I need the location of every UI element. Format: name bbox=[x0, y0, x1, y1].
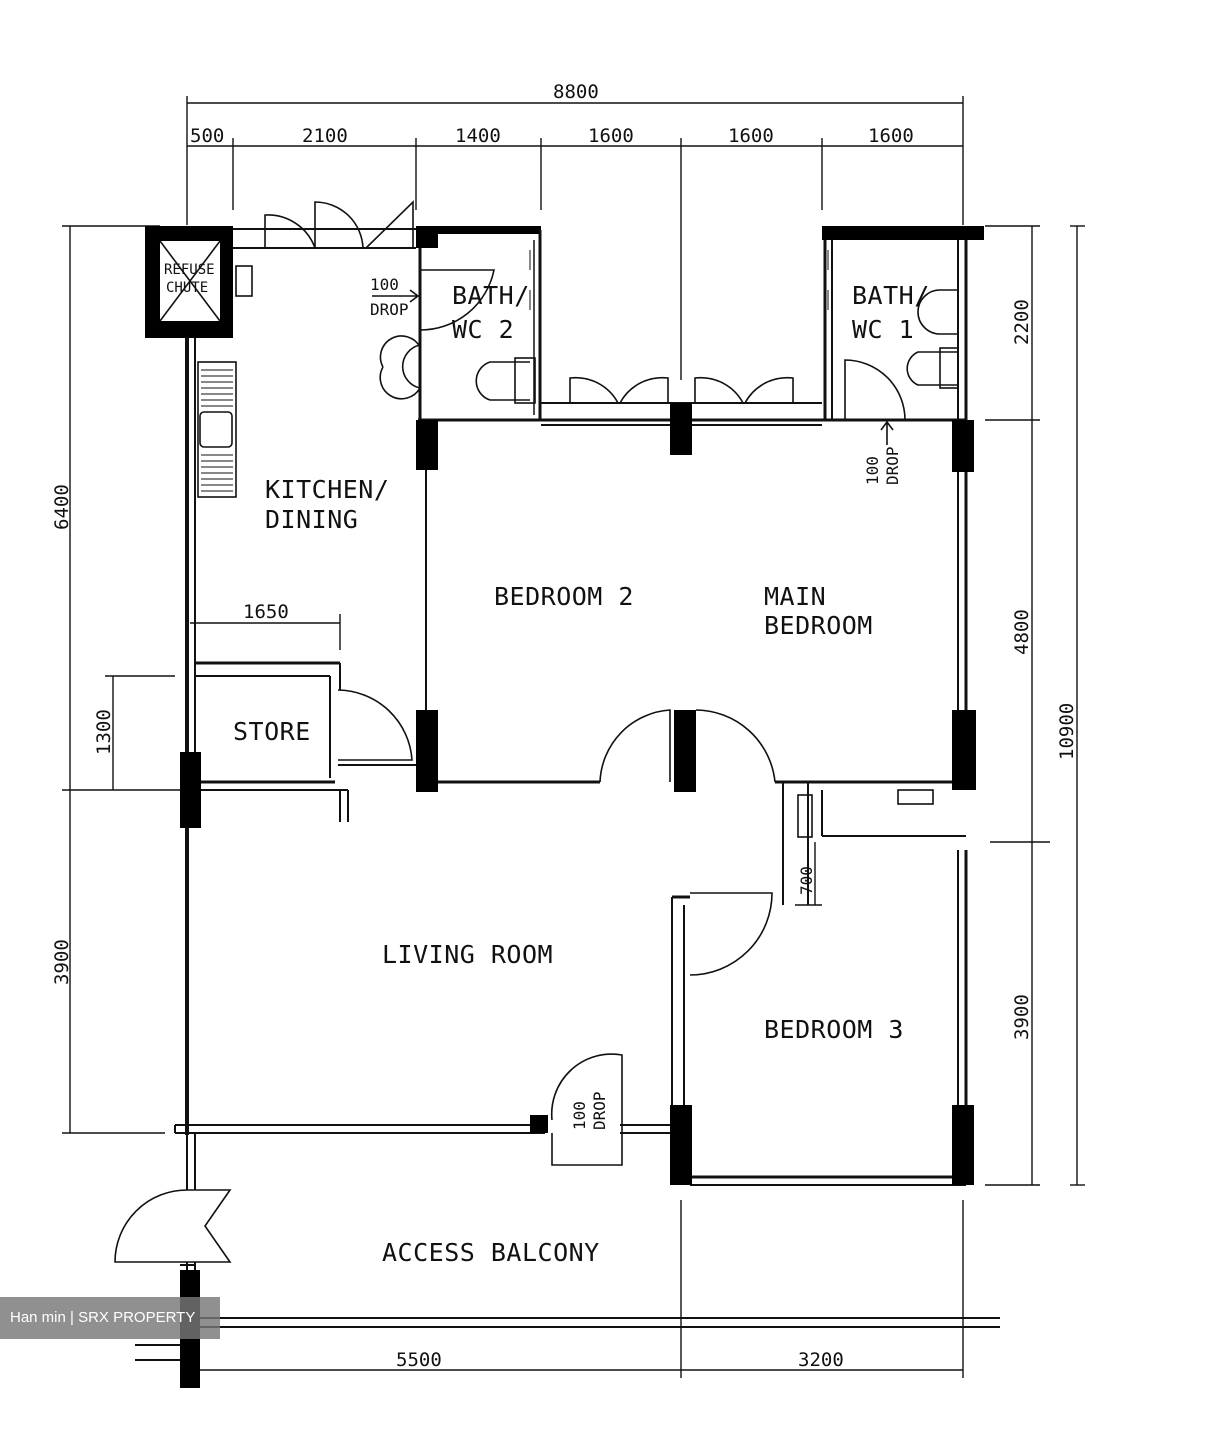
kitchen-label-1: KITCHEN/ bbox=[265, 475, 389, 504]
dim-top-seg-5: 1600 bbox=[728, 125, 774, 147]
kitchen-drop-value: 100 bbox=[370, 275, 399, 294]
kitchen-drop-label: DROP bbox=[370, 300, 409, 319]
dim-wardrobe: 700 bbox=[797, 866, 816, 895]
dim-top-seg-1: 500 bbox=[190, 125, 224, 147]
main-bedroom-label-1: MAIN bbox=[764, 582, 826, 611]
dimension-lines bbox=[62, 96, 1085, 1378]
wc1-drop-value: 100 bbox=[863, 456, 882, 485]
drop-labels: 100 DROP 100 DROP 100 DROP bbox=[370, 275, 902, 1130]
fixtures bbox=[197, 250, 959, 838]
access-balcony-label: ACCESS BALCONY bbox=[382, 1238, 600, 1267]
walls bbox=[135, 226, 1000, 1361]
dimension-labels: 8800 500 2100 1400 1600 1600 1600 6400 3… bbox=[51, 81, 1078, 1371]
wc1-drop-label: DROP bbox=[883, 446, 902, 485]
watermark: Han min | SRX PROPERTY bbox=[0, 1297, 220, 1339]
bedroom3-label: BEDROOM 3 bbox=[764, 1015, 904, 1044]
main-bedroom-label-2: BEDROOM bbox=[764, 611, 873, 640]
dim-top-seg-4: 1600 bbox=[588, 125, 634, 147]
living-room-label: LIVING ROOM bbox=[382, 940, 553, 969]
dim-bottom-right: 3200 bbox=[798, 1349, 844, 1371]
bedroom2-label: BEDROOM 2 bbox=[494, 582, 634, 611]
dim-left-upper: 6400 bbox=[51, 484, 73, 530]
bath-wc1-label-2: WC 1 bbox=[852, 315, 914, 344]
dim-top-seg-2: 2100 bbox=[302, 125, 348, 147]
dim-top-seg-3: 1400 bbox=[455, 125, 501, 147]
dim-right-bath: 2200 bbox=[1011, 299, 1033, 345]
dim-store-height: 1300 bbox=[93, 709, 115, 755]
living-drop-label: DROP bbox=[590, 1091, 609, 1130]
refuse-chute: REFUSE CHUTE bbox=[145, 226, 253, 338]
bath-wc2-label-1: BATH/ bbox=[452, 281, 530, 310]
room-labels: BATH/ WC 2 BATH/ WC 1 KITCHEN/ DINING BE… bbox=[233, 281, 930, 1267]
refuse-chute-label-1: REFUSE bbox=[164, 262, 215, 278]
store-label: STORE bbox=[233, 717, 311, 746]
dim-right-total: 10900 bbox=[1056, 703, 1078, 760]
bath-wc1-label-1: BATH/ bbox=[852, 281, 930, 310]
bath-wc2-label-2: WC 2 bbox=[452, 315, 514, 344]
dim-right-bedroom: 4800 bbox=[1011, 609, 1033, 655]
living-drop-value: 100 bbox=[570, 1101, 589, 1130]
doors bbox=[114, 200, 906, 1263]
dim-store-width: 1650 bbox=[243, 601, 289, 623]
dim-top-seg-6: 1600 bbox=[868, 125, 914, 147]
refuse-chute-label-2: CHUTE bbox=[166, 280, 208, 296]
dim-left-lower: 3900 bbox=[51, 939, 73, 985]
kitchen-label-2: DINING bbox=[265, 505, 358, 534]
dim-top-total: 8800 bbox=[553, 81, 599, 103]
dim-bottom-left: 5500 bbox=[396, 1349, 442, 1371]
dim-right-lower: 3900 bbox=[1011, 994, 1033, 1040]
